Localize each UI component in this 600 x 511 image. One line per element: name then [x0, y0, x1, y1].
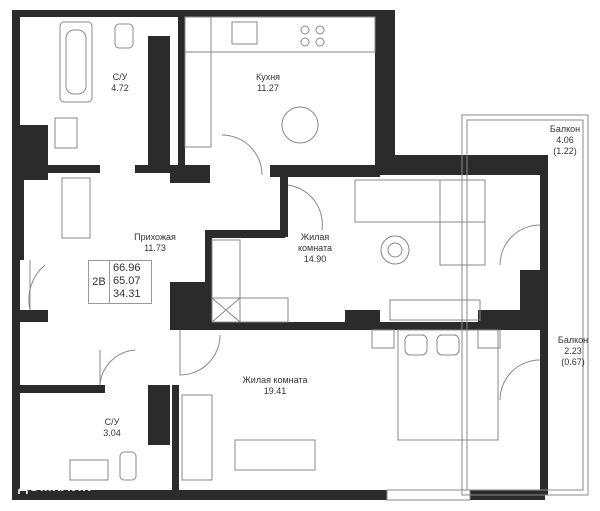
room-area: 11.73 — [144, 243, 166, 253]
fixtures — [28, 16, 589, 501]
room-balcony-2: Балкон 2.23 (0.67) — [548, 335, 598, 368]
domclick-watermark-logo: ДОМКЛИК — [18, 478, 92, 494]
room-balcony-1: Балкон 4.06 (1.22) — [540, 124, 590, 157]
room-name: С/У — [112, 72, 128, 82]
room-area: 11.27 — [257, 83, 279, 93]
room-area: 2.23 — [564, 346, 582, 356]
room-hallway: Прихожая 11.73 — [120, 232, 190, 254]
room-area: 14.90 — [303, 254, 327, 264]
living-area: 34.31 — [113, 288, 141, 300]
room-name: Кухня — [255, 72, 281, 82]
room-living-2: Жилая комната 19.41 — [220, 375, 330, 397]
room-name: Жилая комната — [242, 375, 308, 385]
room-name: Прихожая — [134, 232, 176, 242]
room-area: 3.04 — [103, 428, 121, 438]
room-area-coefficient: (0.67) — [561, 357, 585, 367]
area-no-balcony: 65.07 — [113, 275, 141, 287]
room-name: Жилая комната — [297, 232, 333, 253]
room-living-1: Жилая комната 14.90 — [290, 232, 340, 265]
room-name: Балкон — [549, 124, 581, 134]
room-area: 4.72 — [111, 83, 129, 93]
room-area: 4.06 — [556, 135, 574, 145]
room-bathroom-1: С/У 4.72 — [100, 72, 140, 94]
apartment-info-box: 2В 66.96 65.07 34.31 — [88, 260, 152, 304]
room-area: 19.41 — [263, 386, 287, 396]
apartment-type: 2В — [89, 261, 110, 303]
room-kitchen: Кухня 11.27 — [238, 72, 298, 94]
room-name: Балкон — [557, 335, 589, 345]
room-name: С/У — [104, 417, 120, 427]
total-area: 66.96 — [113, 262, 141, 274]
room-bathroom-2: С/У 3.04 — [92, 417, 132, 439]
room-area-coefficient: (1.22) — [553, 146, 577, 156]
